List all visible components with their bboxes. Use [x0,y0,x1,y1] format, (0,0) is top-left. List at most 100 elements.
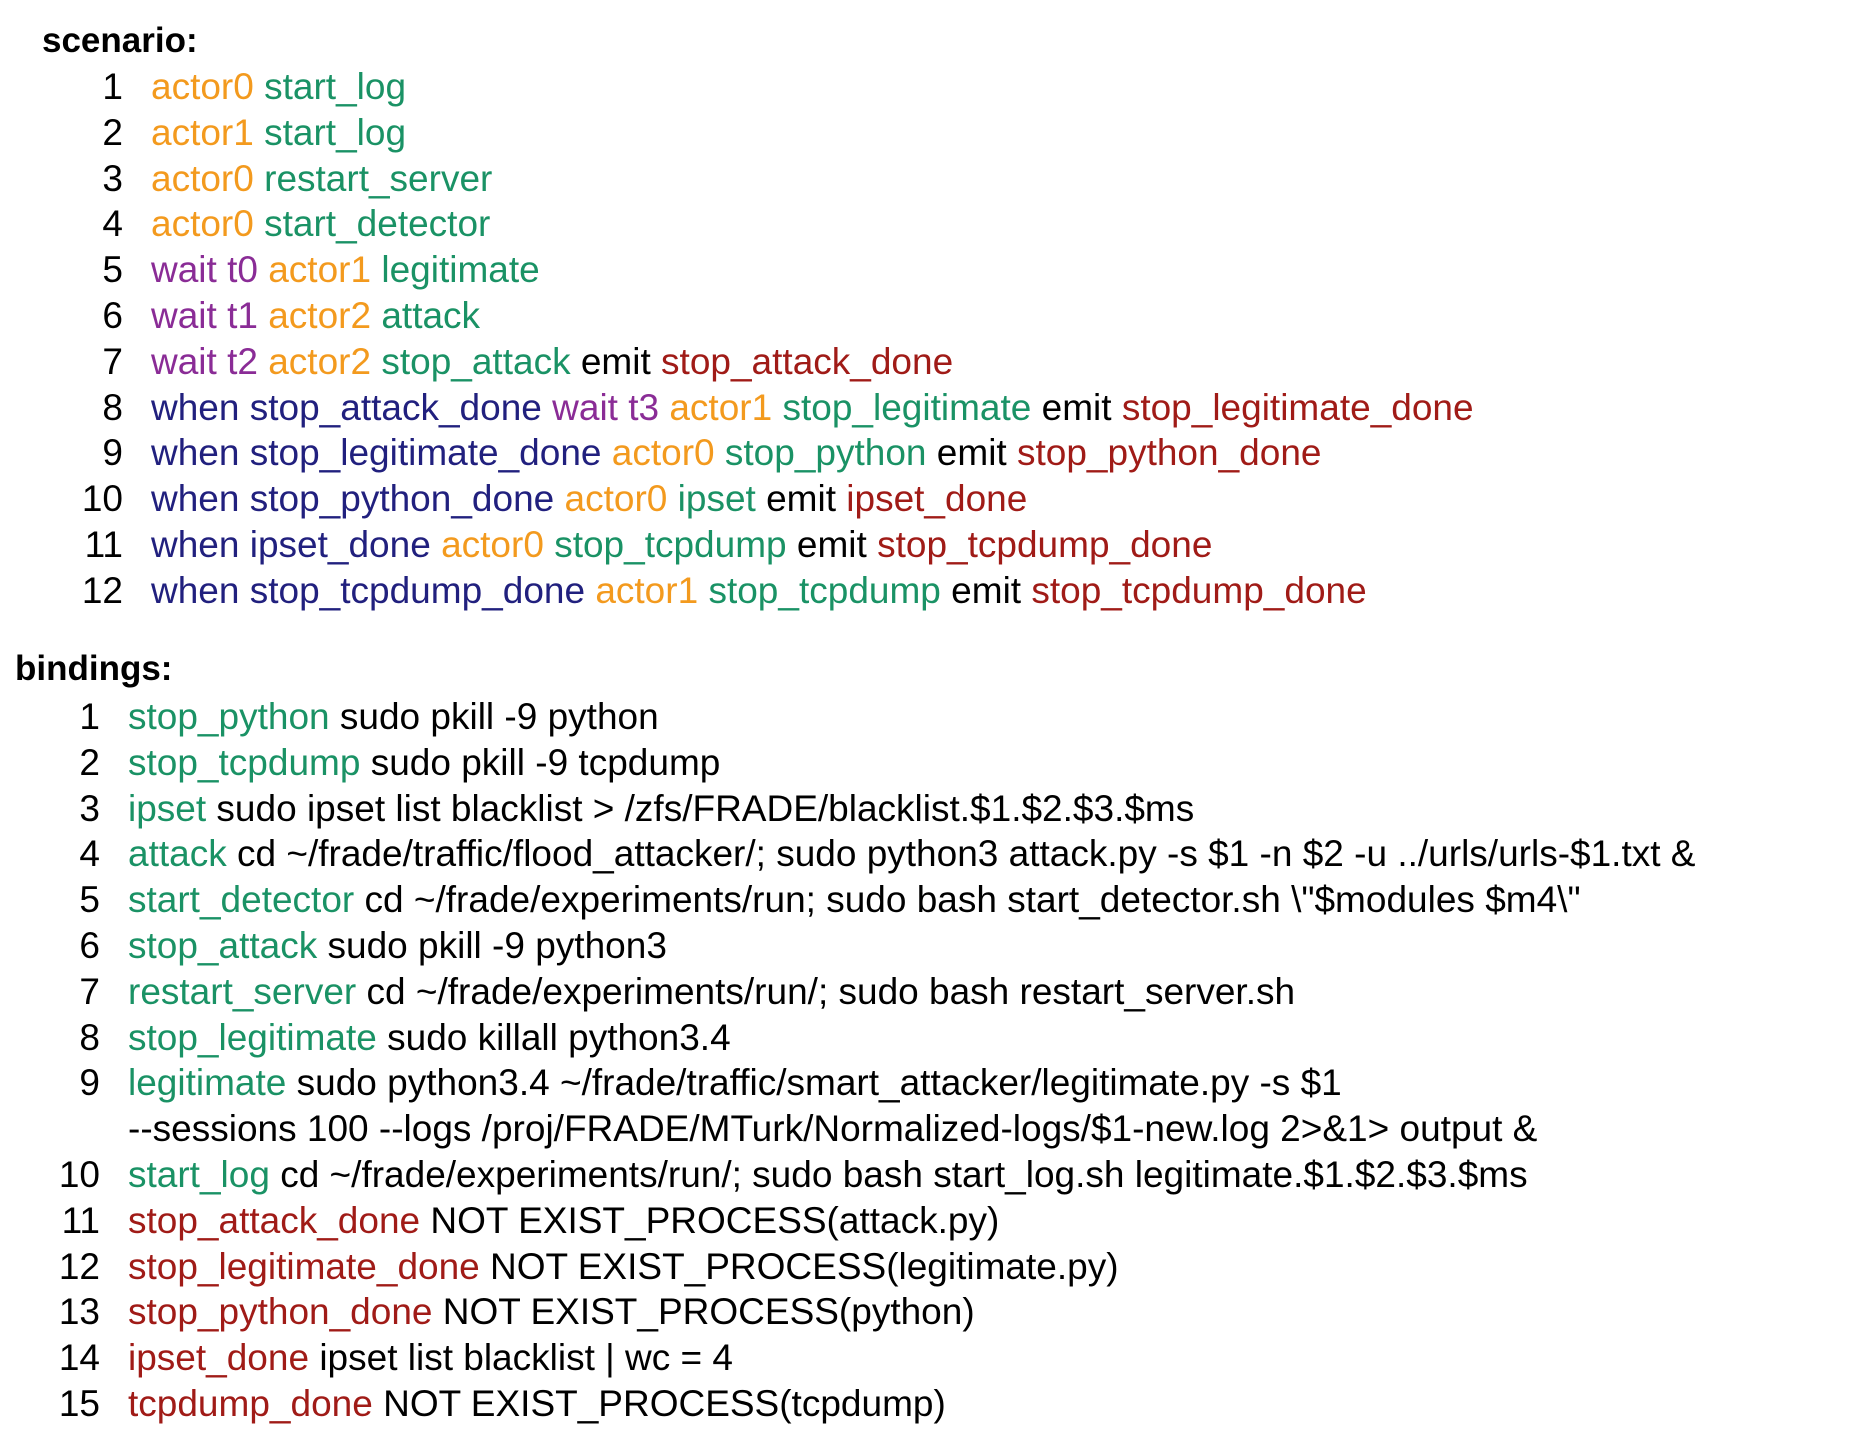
line-content: restart_server cd ~/frade/experiments/ru… [128,969,1295,1015]
action-token: legitimate [381,249,540,291]
line-content: wait t2 actor2 stop_attack emit stop_att… [151,339,953,385]
actor-token: actor1 [595,569,699,611]
signal-token: stop_legitimate_done [128,1245,480,1287]
line-content: tcpdump_done NOT EXIST_PROCESS(tcpdump) [128,1381,946,1427]
plain-token: emit [926,432,1017,474]
line-content: stop_python sudo pkill -9 python [128,694,659,740]
line-number: 1 [79,696,100,737]
action-token: stop_tcpdump [128,741,361,783]
action-token: legitimate [128,1062,287,1104]
actor-token: actor1 [151,111,254,153]
line-content: stop_tcpdump sudo pkill -9 tcpdump [128,740,720,786]
action-token: attack [381,294,481,336]
line-number: 1 [102,66,123,107]
action-token: stop_attack [381,340,571,382]
plain-token: emit [786,523,878,565]
action-token: start_detector [264,203,491,245]
action-token: stop_python [128,696,330,737]
line-content: wait t1 actor2 attack [151,293,480,339]
line-number: 4 [79,833,100,875]
line-content: attack cd ~/frade/traffic/flood_attacker… [128,831,1695,877]
plain-token: NOT EXIST_PROCESS(legitimate.py) [479,1245,1119,1287]
actor-token: actor0 [611,432,715,474]
line-content: --sessions 100 --logs /proj/FRADE/MTurk/… [128,1106,1537,1152]
action-token: start_log [264,66,407,107]
line-number: 2 [102,111,123,153]
action-token: start_log [264,111,407,153]
line-number: 12 [58,1245,100,1287]
plain-token [659,387,669,428]
line-content: actor0 start_detector [151,201,490,247]
wait-token: wait t3 [552,386,660,428]
plain-token [544,524,554,565]
when-token: when stop_python_done [151,478,555,520]
signal-token: stop_python_done [128,1291,433,1333]
actor-token: actor0 [151,203,254,245]
action-token: ipset [677,478,756,520]
line-content: stop_attack sudo pkill -9 python3 [128,923,667,969]
plain-token: cd ~/frade/experiments/run/; sudo bash r… [356,970,1296,1012]
plain-token: sudo killall python3.4 [376,1016,731,1058]
signal-token: stop_attack_done [661,340,954,382]
line-content: when ipset_done actor0 stop_tcpdump emit… [151,522,1212,568]
action-token: attack [128,833,227,875]
plain-token [667,478,677,519]
plain-token: sudo ipset list blacklist > /zfs/FRADE/b… [206,787,1195,829]
line-content: stop_attack_done NOT EXIST_PROCESS(attac… [128,1198,999,1244]
action-token: start_log [128,1153,270,1195]
line-content: stop_legitimate sudo killall python3.4 [128,1015,731,1061]
plain-token [254,66,264,107]
plain-token: sudo python3.4 ~/frade/traffic/smart_att… [286,1062,1342,1104]
plain-token: emit [570,340,662,382]
action-token: stop_tcpdump [554,523,787,565]
action-token: stop_tcpdump [708,569,941,611]
when-token: when stop_legitimate_done [151,432,602,474]
when-token: when stop_tcpdump_done [151,569,586,611]
plain-token: emit [755,478,847,520]
actor-token: actor2 [268,340,372,382]
signal-token: ipset_done [846,478,1028,520]
line-number: 9 [102,432,123,474]
line-number: 13 [58,1291,100,1333]
line-number: 11 [84,523,123,565]
line-content: when stop_python_done actor0 ipset emit … [151,476,1027,522]
line-content: when stop_attack_done wait t3 actor1 sto… [151,385,1474,431]
plain-token [772,387,782,428]
plain-token: emit [1031,386,1122,428]
plain-token [585,570,595,611]
action-token: start_detector [128,879,355,921]
action-token: stop_attack [128,924,318,966]
plain-token: ipset list blacklist | wc = 4 [309,1337,733,1379]
plain-token: cd ~/frade/experiments/run/; sudo bash s… [269,1153,1528,1195]
signal-token: stop_tcpdump_done [877,523,1213,565]
signal-token: stop_tcpdump_done [1031,569,1367,611]
line-number: 2 [79,741,100,783]
plain-token: emit [940,569,1032,611]
line-content: legitimate sudo python3.4 ~/frade/traffi… [128,1060,1342,1106]
line-number: 3 [102,157,123,199]
actor-token: actor2 [268,294,372,336]
line-content: start_log cd ~/frade/experiments/run/; s… [128,1152,1528,1198]
plain-token [254,158,264,199]
line-content: stop_legitimate_done NOT EXIST_PROCESS(l… [128,1244,1119,1290]
action-token: ipset [128,787,207,829]
plain-token: sudo pkill -9 tcpdump [360,741,721,783]
wait-token: wait t0 [151,249,258,291]
plain-token: sudo pkill -9 python [329,696,659,737]
plain-token: NOT EXIST_PROCESS(attack.py) [420,1199,1000,1241]
line-number: 7 [79,970,100,1012]
plain-token [258,249,268,290]
line-content: actor1 start_log [151,110,406,156]
line-number: 6 [79,924,100,966]
actor-token: actor0 [564,478,668,520]
scenario-heading: scenario: [42,21,198,60]
when-token: when stop_attack_done [151,386,542,428]
bindings-heading: bindings: [15,649,173,688]
plain-token [715,432,725,473]
signal-token: ipset_done [128,1337,310,1379]
action-token: stop_legitimate [782,386,1032,428]
line-content: when stop_tcpdump_done actor1 stop_tcpdu… [151,568,1367,614]
line-number: 9 [79,1062,100,1104]
plain-token: --sessions 100 --logs /proj/FRADE/MTurk/… [128,1108,1538,1150]
plain-token: NOT EXIST_PROCESS(tcpdump) [372,1382,946,1424]
